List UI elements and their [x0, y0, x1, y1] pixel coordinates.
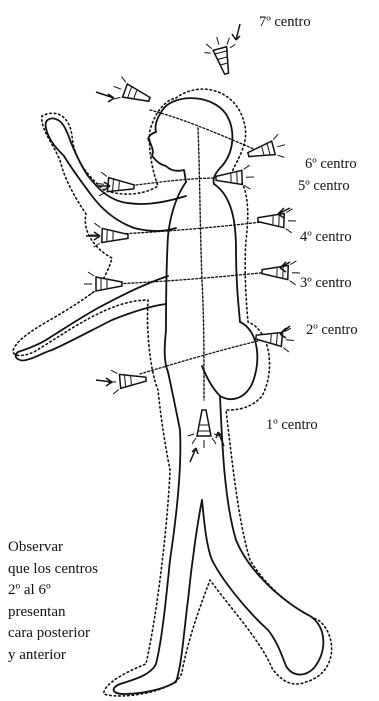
- label-7-centro: 7º centro: [259, 15, 311, 30]
- cone-5-back: [216, 165, 255, 190]
- cone-2-back: [255, 325, 295, 352]
- label-2-centro: 2º centro: [306, 323, 358, 338]
- label-4-centro: 4º centro: [300, 230, 352, 245]
- cone-6-front: [110, 75, 154, 111]
- caption-line: presentan: [8, 602, 98, 624]
- label-6-centro: 6º centro: [305, 157, 357, 172]
- cone-6-back: [245, 133, 288, 166]
- caption-line: 2º al 6º: [8, 580, 98, 602]
- caption-note: Observar que los centros 2º al 6º presen…: [8, 537, 98, 666]
- cone-4-back: [258, 208, 297, 233]
- cone-3-front: [84, 272, 122, 296]
- label-1-centro: 1º centro: [266, 418, 318, 433]
- cone-2-front: [107, 367, 147, 394]
- caption-line: y anterior: [8, 645, 98, 667]
- cone-1: [188, 410, 220, 448]
- label-3-centro: 3º centro: [300, 276, 352, 291]
- arrows: [86, 24, 290, 462]
- caption-line: que los centros: [8, 559, 98, 581]
- central-channel: [198, 128, 204, 400]
- cone-5-front: [95, 172, 135, 199]
- caption-line: Observar: [8, 537, 98, 559]
- label-5-centro: 5º centro: [298, 179, 350, 194]
- cone-3-back: [262, 260, 301, 285]
- caption-line: cara posterior: [8, 623, 98, 645]
